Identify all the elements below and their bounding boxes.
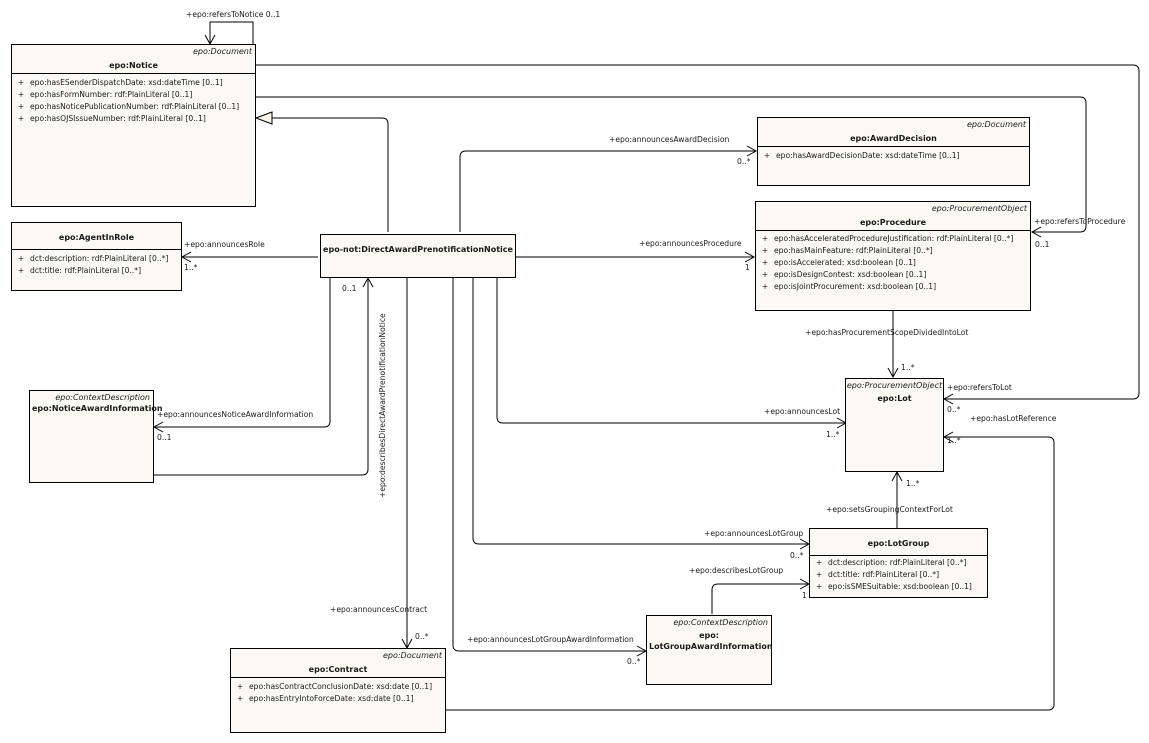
attribute-row: +epo:hasContractConclusionDate: xsd:date… — [236, 682, 433, 691]
assoc-describes-lot-group — [711, 583, 809, 614]
stereotype-label: epo:Document — [382, 651, 442, 660]
role-sets-grouping: +epo:setsGroupingContextForLot — [826, 505, 953, 514]
role-has-lot-reference: +epo:hasLotReference — [970, 414, 1057, 423]
class-procedure[interactable]: epo:ProcurementObject epo:Procedure +epo… — [755, 201, 1031, 311]
attribute-row: +dct:title: rdf:PlainLiteral [0..*] — [815, 570, 940, 579]
class-contract[interactable]: epo:Document epo:Contract +epo:hasContra… — [230, 648, 446, 733]
assoc-announces-lot — [496, 278, 846, 424]
class-direct-award-prenotification-notice[interactable]: epo-not:DirectAwardPrenotificationNotice — [320, 234, 516, 278]
class-award-decision[interactable]: epo:Document epo:AwardDecision +epo:hasA… — [757, 117, 1030, 186]
mult-refers-to-lot: 0..* — [947, 405, 961, 414]
class-name: epo:Lot — [877, 394, 912, 403]
mult-has-lot-reference: 1..* — [947, 436, 961, 445]
stereotype-label: epo:ContextDescription — [55, 393, 150, 402]
role-announces-role: +epo:announcesRole — [184, 240, 265, 249]
class-name: epo:AgentInRole — [58, 233, 135, 242]
class-name: epo:Notice — [109, 61, 158, 70]
attribute-row: +dct:description: rdf:PlainLiteral [0..*… — [815, 558, 967, 567]
attribute-row: +epo:hasFormNumber: rdf:PlainLiteral [0.… — [17, 90, 193, 99]
class-name: epo:NoticeAwardInformation — [32, 404, 163, 413]
attribute-row: +dct:description: rdf:PlainLiteral [0..*… — [17, 254, 169, 263]
mult-scope-divided: 1..* — [901, 363, 915, 372]
class-agent-in-role[interactable]: epo:AgentInRole +dct:description: rdf:Pl… — [11, 222, 182, 291]
class-name: epo:Contract — [308, 665, 368, 674]
generalization-triangle — [254, 111, 273, 125]
class-notice-header: epo:Document epo:Notice — [12, 45, 255, 74]
role-announces-procedure: +epo:announcesProcedure — [639, 239, 742, 248]
assoc-describes-dapn — [154, 278, 369, 476]
stereotype-label: epo:ProcurementObject — [846, 381, 943, 390]
mult-announces-award-decision: 0..* — [737, 157, 751, 166]
role-announces-lot-group: +epo:announcesLotGroup — [704, 529, 804, 538]
attribute-list: +epo:hasContractConclusionDate: xsd:date… — [231, 678, 445, 705]
assoc-refers-to-procedure — [256, 96, 1087, 233]
stereotype-label: epo:ContextDescription — [673, 618, 768, 627]
attribute-row: +epo:hasESenderDispatchDate: xsd:dateTim… — [17, 78, 223, 87]
attribute-list: +dct:description: rdf:PlainLiteral [0..*… — [810, 556, 987, 593]
attribute-row: +epo:hasNoticePublicationNumber: rdf:Pla… — [17, 102, 240, 111]
role-announces-lot: +epo:announcesLot — [764, 407, 841, 416]
mult-sets-grouping: 1..* — [906, 479, 920, 488]
class-name: epo:LotGroup — [867, 539, 930, 548]
attribute-row: +epo:isAccelerated: xsd:boolean [0..1] — [761, 258, 916, 267]
class-notice[interactable]: epo:Document epo:Notice +epo:hasESenderD… — [11, 44, 256, 207]
stereotype-label: epo:Document — [966, 120, 1026, 129]
mult-refers-to-procedure: 0..1 — [1035, 240, 1050, 249]
mult-announces-lgai: 0..* — [627, 657, 641, 666]
attribute-row: +epo:isSMESuitable: xsd:boolean [0..1] — [815, 582, 972, 591]
assoc-refers-to-notice — [209, 21, 254, 44]
stereotype-label: epo:ProcurementObject — [931, 204, 1027, 213]
role-announces-lgai: +epo:announcesLotGroupAwardInformation — [467, 635, 634, 644]
attribute-row: +epo:isDesignContest: xsd:boolean [0..1] — [761, 270, 927, 279]
attribute-row: +dct:title: rdf:PlainLiteral [0..*] — [17, 266, 142, 275]
assoc-has-lot-reference — [446, 436, 1055, 711]
class-lot-group[interactable]: epo:LotGroup +dct:description: rdf:Plain… — [809, 528, 988, 598]
assoc-announces-award-decision — [459, 150, 756, 232]
attribute-list: +epo:hasESenderDispatchDate: xsd:dateTim… — [12, 74, 255, 125]
attribute-row: +epo:hasAwardDecisionDate: xsd:dateTime … — [763, 151, 960, 160]
role-refers-to-procedure: +epo:refersToProcedure — [1034, 217, 1126, 226]
generalization-line — [272, 117, 389, 232]
class-name: epo:AwardDecision — [850, 134, 937, 143]
class-name: epo-not:DirectAwardPrenotificationNotice — [323, 245, 513, 254]
attribute-list: +dct:description: rdf:PlainLiteral [0..*… — [12, 250, 181, 277]
role-scope-divided: +epo:hasProcurementScopeDividedIntoLot — [805, 328, 969, 337]
assoc-announces-lot-group — [472, 278, 809, 545]
stereotype-label: epo:Document — [192, 47, 252, 56]
attribute-row: +epo:isJointProcurement: xsd:boolean [0.… — [761, 282, 937, 291]
mult-announces-lot: 1..* — [826, 430, 840, 439]
role-describes-dapn: +epo:describesDirectAwardPrenotification… — [378, 313, 387, 498]
class-name-line2: LotGroupAwardInformation — [649, 642, 773, 651]
class-notice-award-information[interactable]: epo:ContextDescription epo:NoticeAwardIn… — [29, 390, 163, 483]
role-describes-lot-group: +epo:describesLotGroup — [689, 566, 784, 575]
assoc-announces-lgai — [452, 278, 646, 652]
mult-announces-procedure: 1 — [745, 263, 750, 272]
role-announces-contract: +epo:announcesContract — [330, 605, 428, 614]
attribute-row: +epo:hasAcceleratedProcedureJustificatio… — [761, 234, 1014, 243]
class-lot[interactable]: epo:ProcurementObject epo:Lot — [845, 378, 944, 472]
mult-describes-lot-group: 1 — [802, 591, 807, 600]
attribute-row: +epo:hasOJSIssueNumber: rdf:PlainLiteral… — [17, 114, 206, 123]
attribute-row: +epo:hasMainFeature: rdf:PlainLiteral [0… — [761, 246, 933, 255]
assoc-announces-nai — [154, 278, 331, 428]
attribute-list: +epo:hasAcceleratedProcedureJustificatio… — [756, 231, 1030, 293]
role-announces-nai: +epo:announcesNoticeAwardInformation — [157, 410, 314, 419]
attribute-list: +epo:hasAwardDecisionDate: xsd:dateTime … — [758, 147, 1029, 162]
class-name: epo:Procedure — [859, 218, 927, 227]
mult-announces-lot-group: 0..* — [790, 551, 804, 560]
assoc-refers-to-lot — [256, 64, 1140, 400]
class-name-line1: epo: — [699, 631, 719, 640]
mult-announces-nai: 0..1 — [157, 433, 172, 442]
class-lot-group-award-information[interactable]: epo:ContextDescription epo: LotGroupAwar… — [646, 615, 773, 685]
role-announces-award-decision: +epo:announcesAwardDecision — [609, 135, 730, 144]
mult-announces-contract: 0..* — [415, 632, 429, 641]
attribute-row: +epo:hasEntryIntoForceDate: xsd:date [0.… — [236, 694, 414, 703]
mult-describes-dapn: 0..1 — [342, 284, 357, 293]
role-refers-to-lot: +epo:refersToLot — [947, 383, 1012, 392]
role-refers-to-notice: +epo:refersToNotice 0..1 — [186, 10, 281, 19]
mult-announces-role: 1..* — [184, 263, 198, 272]
